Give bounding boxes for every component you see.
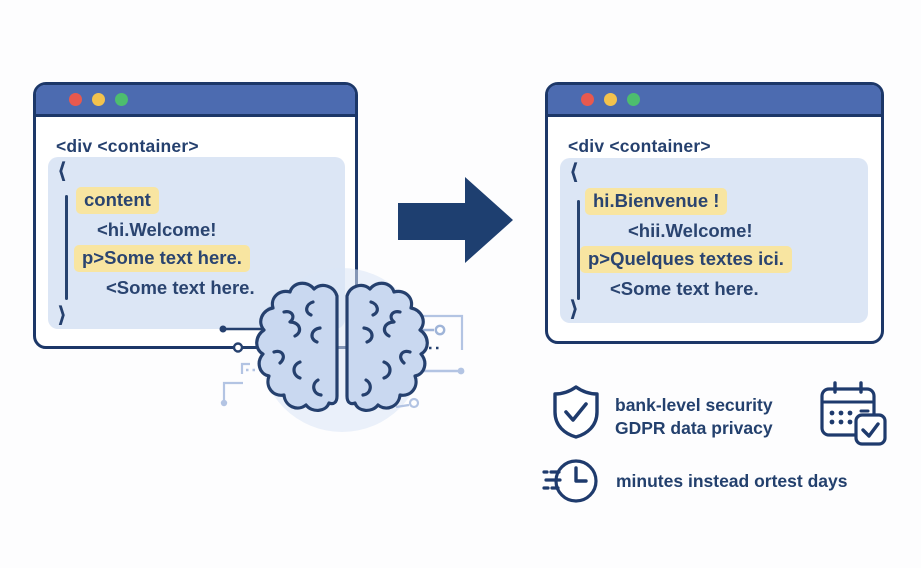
close-dot-icon — [581, 93, 594, 106]
code-heading: <div <container> — [568, 136, 711, 156]
clock-speed-icon — [542, 459, 598, 503]
code-line: p>Quelques textes ici. — [560, 245, 868, 274]
close-bracket: ⟩ — [569, 296, 580, 321]
code-line: p>Some text here. — [48, 244, 345, 273]
translated-code-block: ⟨ hi.Bienvenue ! <hii.Welcome! p>Quelque… — [560, 158, 868, 323]
code-token: <hii.Welcome! — [628, 219, 753, 241]
close-dot-icon — [69, 93, 82, 106]
code-token: <Some text here. — [106, 276, 255, 298]
security-line-2: GDPR data privacy — [615, 418, 773, 438]
open-bracket: ⟨ — [569, 159, 580, 184]
security-line-1: bank-level security — [615, 395, 773, 415]
code-heading: <div <container> — [56, 136, 199, 156]
indent-guide-bar — [65, 195, 68, 300]
calendar-check-icon — [820, 381, 887, 446]
right-arrow-icon — [398, 177, 513, 263]
shield-check-icon — [553, 385, 599, 439]
window-titlebar — [548, 85, 881, 117]
brain-icon — [255, 281, 429, 412]
ai-brain-circuit-illustration — [219, 268, 465, 432]
code-token: <hi.Welcome! — [97, 218, 217, 240]
maximize-dot-icon — [627, 93, 640, 106]
highlighted-token: hi.Bienvenue ! — [585, 188, 728, 215]
speed-feature-text: minutes instead ortest days — [616, 471, 848, 491]
indent-guide-bar — [577, 200, 580, 300]
code-line: <hi.Welcome! — [48, 215, 345, 244]
window-titlebar — [36, 85, 355, 117]
code-token: <Some text here. — [610, 277, 759, 299]
code-line: <Some text here. — [560, 274, 868, 303]
source-code-block: ⟨ content <hi.Welcome! p>Some text here.… — [48, 157, 345, 329]
open-bracket: ⟨ — [57, 158, 68, 183]
maximize-dot-icon — [115, 93, 128, 106]
code-line: <Some text here. — [48, 273, 345, 302]
highlighted-token: content — [76, 187, 159, 214]
highlighted-token: p>Some text here. — [74, 245, 250, 272]
translated-browser-window: <div <container> ⟨ hi.Bienvenue ! <hii.W… — [545, 82, 884, 344]
minimize-dot-icon — [604, 93, 617, 106]
security-feature-text: bank-level security GDPR data privacy — [615, 394, 773, 440]
code-line: <hii.Welcome! — [560, 216, 868, 245]
close-bracket: ⟩ — [57, 302, 68, 327]
source-browser-window: <div <container> ⟨ content <hi.Welcome! … — [33, 82, 358, 349]
minimize-dot-icon — [92, 93, 105, 106]
highlighted-token: p>Quelques textes ici. — [580, 246, 792, 273]
code-line: content — [48, 186, 345, 215]
code-line: hi.Bienvenue ! — [560, 187, 868, 216]
